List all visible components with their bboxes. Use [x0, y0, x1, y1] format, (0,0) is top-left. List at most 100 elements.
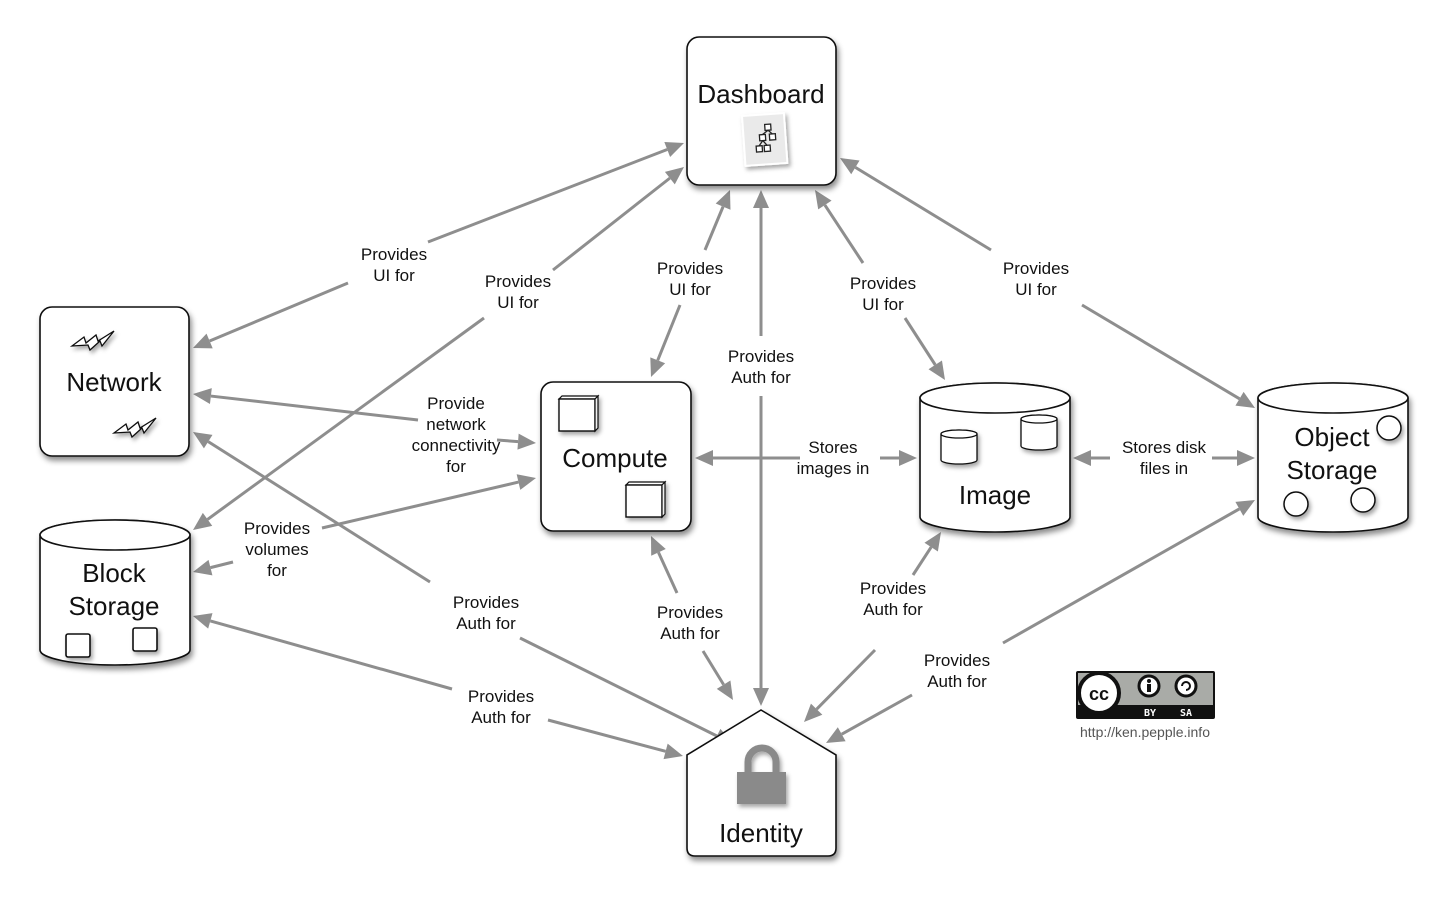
arrowhead-object-identity: [826, 727, 846, 743]
edge-network-compute: [193, 388, 536, 450]
arrowhead-network-identity: [193, 432, 213, 449]
image-title: Image: [959, 480, 1031, 510]
arrowhead-network-compute: [517, 433, 536, 450]
arrowhead-image-object: [1073, 450, 1091, 466]
cc-icon-text: cc: [1089, 684, 1109, 704]
node-dashboard[interactable]: Dashboard: [686, 36, 837, 186]
edge-line-image-identity: [911, 546, 933, 576]
edge-dash-compute: [650, 190, 731, 377]
identity-title: Identity: [719, 818, 803, 848]
edge-line-network-compute: [210, 394, 419, 422]
arrowhead-image-object: [1237, 450, 1255, 466]
arrowhead-identity-dash: [753, 688, 769, 706]
edge-line-object-identity: [1002, 507, 1241, 645]
edge-image-identity: [804, 532, 941, 722]
attribution-icon-body: [1147, 684, 1151, 692]
arrowhead-compute-identity: [651, 536, 666, 556]
arrowhead-dash-block: [664, 167, 684, 185]
arrowhead-object-identity: [1235, 500, 1255, 516]
share-alike-icon: [1174, 674, 1198, 698]
edge-line-dash-block: [206, 316, 485, 521]
edge-line-dash-image: [903, 317, 937, 366]
edge-object-identity: [826, 500, 1255, 743]
edge-compute-image: [695, 450, 917, 466]
lightning-bolt-icon: [69, 330, 115, 352]
edge-line-dash-network: [209, 281, 349, 343]
arrowhead-dash-network: [193, 333, 213, 349]
org-chart-document-icon: [740, 112, 789, 167]
node-compute[interactable]: Compute: [540, 381, 692, 532]
edge-line-block-identity: [209, 619, 453, 691]
cube-icon: [132, 627, 158, 652]
circle-object-icon: [1283, 491, 1309, 517]
edge-line-network-identity: [519, 636, 718, 738]
edge-block-compute: [193, 474, 536, 576]
edge-line-dash-image: [823, 204, 865, 264]
arrowhead-image-identity: [924, 532, 941, 552]
arrowhead-block-identity: [663, 743, 683, 760]
edge-line-dash-object: [854, 166, 992, 252]
arrowhead-network-compute: [193, 388, 212, 405]
network-title: Network: [66, 367, 162, 397]
arrowhead-block-identity: [193, 613, 213, 629]
edge-block-identity: [193, 613, 683, 760]
edge-line-compute-identity: [701, 650, 725, 686]
attribution-icon-head: [1147, 679, 1151, 683]
edge-compute-identity: [651, 536, 733, 700]
edge-line-dash-compute: [656, 304, 682, 361]
node-network[interactable]: Network: [39, 306, 190, 457]
arrowhead-image-identity: [804, 703, 823, 722]
arrowhead-dash-image: [815, 190, 832, 210]
arrowhead-dash-block: [193, 512, 213, 530]
server-box-icon: [624, 480, 667, 519]
credit-url[interactable]: http://ken.pepple.info: [1080, 724, 1210, 740]
node-identity[interactable]: Identity: [686, 709, 837, 857]
arrowhead-dash-image: [928, 360, 945, 380]
arrowhead-block-compute: [193, 559, 213, 576]
padlock-icon: [737, 744, 786, 804]
arrowhead-compute-image: [695, 450, 713, 466]
small-cylinder-icon: [940, 429, 978, 465]
edge-line-dash-compute: [703, 206, 725, 251]
arrowhead-dash-compute: [650, 357, 666, 377]
edge-line-dash-block: [552, 176, 671, 272]
circle-object-icon: [1376, 415, 1402, 441]
edge-line-block-identity: [547, 718, 666, 753]
edge-line-image-identity: [815, 648, 877, 711]
cc-icon: [1077, 671, 1121, 715]
arrowhead-dash-compute: [715, 190, 731, 210]
compute-title: Compute: [562, 443, 668, 473]
cc-license-badge[interactable]: cc BY SA: [1076, 671, 1215, 719]
circle-object-icon: [1350, 487, 1376, 513]
node-image[interactable]: Image: [919, 382, 1071, 533]
arrowhead-identity-dash: [753, 190, 769, 208]
edge-line-compute-identity: [657, 551, 679, 594]
sa-label: SA: [1180, 708, 1192, 719]
share-alike-icon-arrow: [1181, 681, 1191, 691]
edge-dash-block: [193, 167, 684, 530]
edge-dash-network: [193, 142, 684, 349]
arrowhead-compute-identity: [716, 680, 733, 700]
edge-line-dash-object: [1081, 303, 1241, 401]
edge-line-block-compute: [210, 560, 234, 570]
edge-dash-object: [840, 158, 1255, 408]
edge-dash-image: [815, 190, 945, 380]
